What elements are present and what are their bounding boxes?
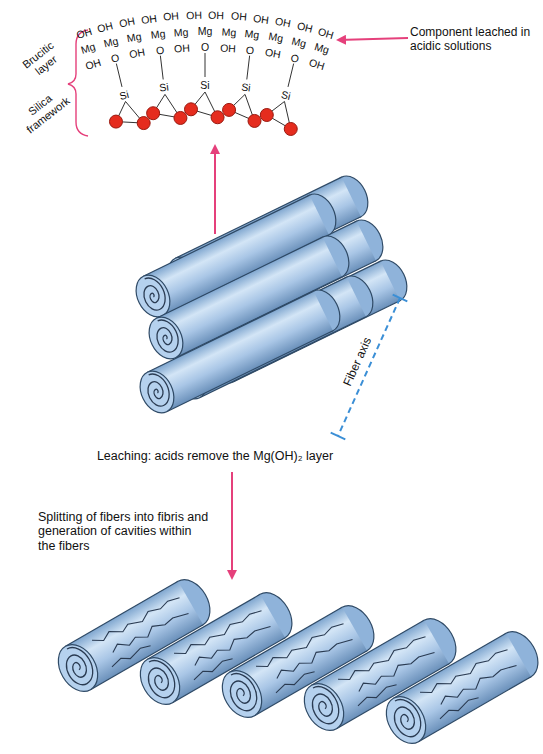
atom-label: O: [110, 51, 121, 65]
axis-line: [338, 298, 400, 436]
axis-label: Fiber axis: [341, 335, 375, 388]
annotation-text: Component leached in acidic solutions: [410, 26, 543, 54]
atom-label: OH: [74, 25, 93, 41]
atom-label: O: [155, 43, 165, 56]
pointer-arrow: [338, 38, 408, 40]
oxygen-atom: [284, 122, 297, 135]
oxygen-atom: [260, 109, 273, 122]
atom-label: Mg: [80, 41, 97, 57]
atom-label: OH: [96, 19, 114, 34]
atom-label: OH: [141, 12, 158, 26]
atom-label: OH: [163, 10, 180, 23]
oxygen-atom: [137, 117, 150, 130]
chemical-bond: [116, 64, 122, 87]
chemical-bond: [205, 53, 206, 77]
layer-label: Silica framework: [12, 81, 76, 139]
chemical-bond: [160, 56, 163, 80]
atom-label: OH: [252, 12, 269, 26]
atom-label: OH: [208, 9, 224, 21]
atom-label: Mg: [244, 27, 260, 41]
atom-label: OH: [308, 56, 327, 72]
atom-label: OH: [186, 9, 202, 21]
fibril: [50, 573, 217, 699]
atom-label: OH: [174, 41, 190, 54]
atom-label: Si: [280, 88, 292, 102]
oxygen-atom: [147, 107, 160, 120]
oxygen-atom: [109, 115, 122, 128]
atom-label: OH: [219, 41, 235, 54]
atom-label: O: [246, 43, 256, 56]
atom-label: Mg: [174, 25, 189, 38]
process-arrow: [231, 472, 233, 578]
atom-label: OH: [84, 56, 103, 72]
atom-label: OH: [296, 19, 314, 34]
oxygen-atom: [184, 103, 197, 116]
axis-cap: [393, 295, 408, 302]
atom-label: Mg: [290, 35, 307, 50]
atom-label: OH: [274, 15, 292, 30]
atom-label: Mg: [198, 25, 213, 37]
atom-label: Mg: [221, 25, 236, 38]
atom-label: Si: [159, 81, 170, 94]
zoom-arrow: [214, 146, 216, 234]
axis-cap: [331, 433, 346, 440]
atom-label: Mg: [103, 35, 120, 50]
fiber-bundle: [130, 171, 414, 419]
atom-label: OH: [128, 46, 146, 61]
atom-label: O: [290, 51, 301, 65]
chemical-bond: [247, 56, 250, 80]
layer-label: Brucitic layer: [12, 33, 72, 87]
atom-label: OH: [317, 25, 336, 41]
step-label: Splitting of fibers into fibris and gene…: [38, 510, 210, 553]
atom-label: Mg: [126, 30, 142, 44]
chemical-structure: [109, 53, 297, 135]
atom-label: Si: [200, 79, 209, 91]
atom-label: Mg: [313, 41, 330, 57]
split-fibers: [50, 573, 543, 751]
oxygen-atom: [174, 111, 187, 124]
atom-label: OH: [118, 15, 136, 30]
atom-label: Si: [118, 88, 130, 102]
atom-label: Si: [240, 81, 251, 94]
atom-label: OH: [230, 10, 247, 23]
oxygen-atom: [211, 111, 224, 124]
fiber: [134, 285, 347, 419]
atom-label: O: [201, 41, 209, 53]
atom-label: OH: [264, 46, 282, 61]
chemical-bond: [288, 64, 294, 87]
oxygen-atom: [248, 114, 261, 127]
oxygen-atom: [223, 103, 236, 116]
step-label: Leaching: acids remove the Mg(OH)₂ layer: [97, 449, 333, 463]
atom-label: Mg: [150, 27, 166, 41]
atom-label: Mg: [267, 30, 283, 44]
